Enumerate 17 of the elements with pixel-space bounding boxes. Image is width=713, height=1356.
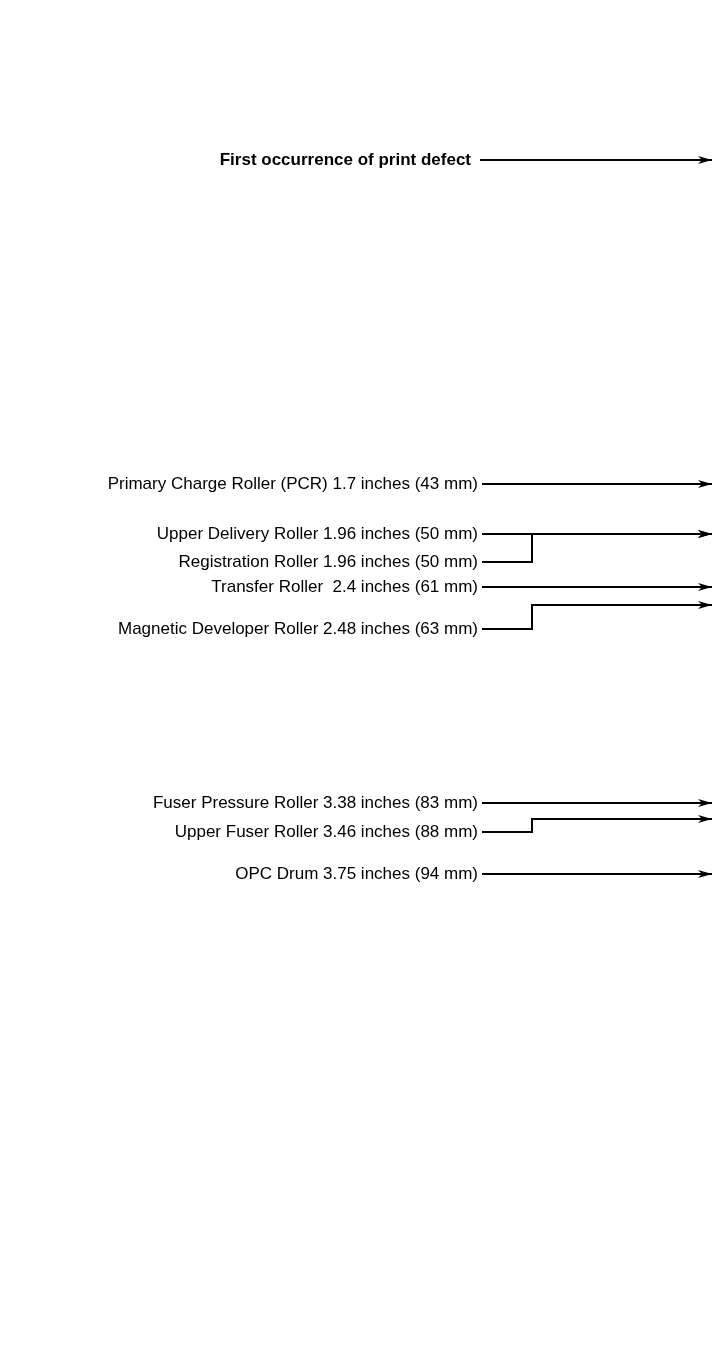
roller-label: Registration Roller 1.96 inches (50 mm) (178, 552, 478, 572)
defect-label: First occurrence of print defect (219, 150, 471, 170)
arrow (481, 583, 713, 591)
arrow (481, 870, 713, 878)
roller-label: Primary Charge Roller (PCR) 1.7 inches (43 mm) (107, 474, 478, 494)
arrow (481, 530, 713, 563)
roller-label: Upper Delivery Roller 1.96 inches (50 mm) (156, 524, 478, 544)
arrow (481, 815, 713, 833)
arrow (481, 480, 713, 488)
roller-label: Fuser Pressure Roller 3.38 inches (83 mm) (153, 793, 478, 813)
arrow (481, 799, 713, 807)
roller-label: Transfer Roller 2.4 inches (61 mm) (211, 577, 478, 597)
roller-label: Upper Fuser Roller 3.46 inches (88 mm) (174, 822, 478, 842)
arrow (481, 601, 713, 630)
roller-label: OPC Drum 3.75 inches (94 mm) (235, 864, 478, 884)
roller-label: Magnetic Developer Roller 2.48 inches (63 mm) (118, 619, 478, 639)
arrow (479, 156, 713, 164)
